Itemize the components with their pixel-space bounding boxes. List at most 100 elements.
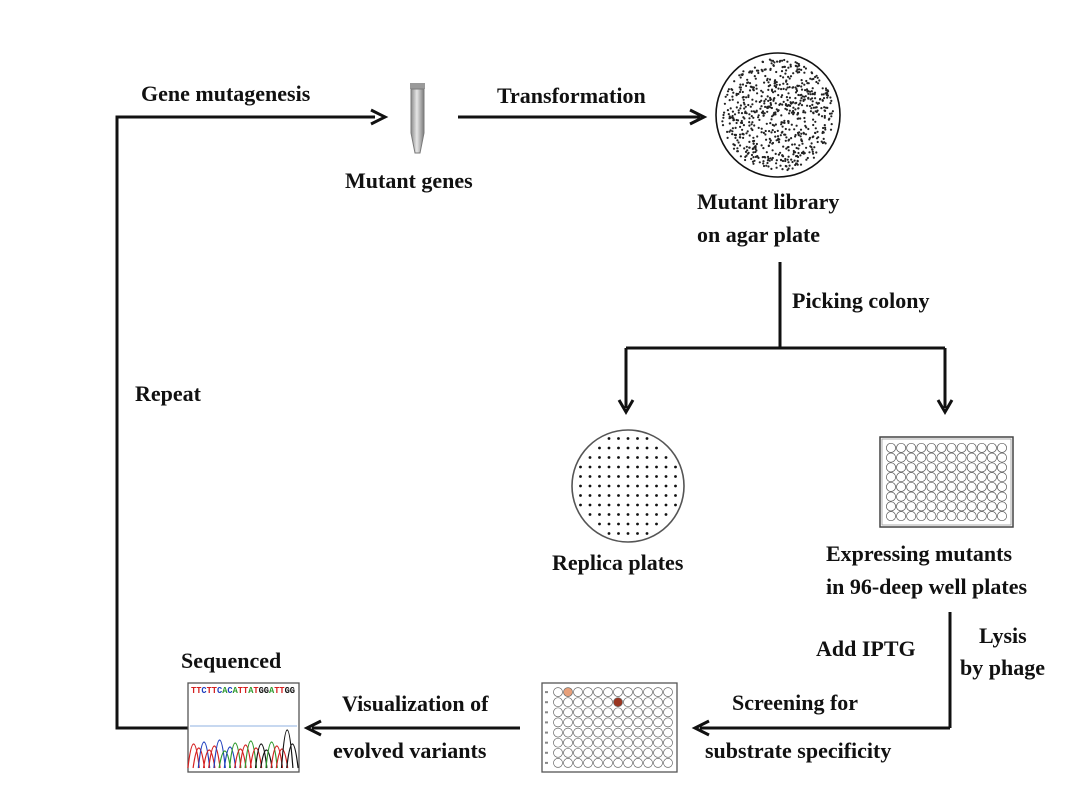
replica-dot (598, 513, 601, 516)
colony-dot (739, 83, 742, 86)
screening-well (583, 717, 593, 728)
colony-dot (778, 60, 781, 63)
colony-dot (765, 138, 768, 141)
well (997, 462, 1007, 473)
colony-dot (775, 108, 778, 111)
colony-dot (822, 93, 825, 96)
screening-well (553, 737, 563, 748)
colony-dot (803, 71, 806, 74)
colony-dot (755, 100, 758, 103)
colony-dot (770, 158, 774, 161)
screening-well (553, 758, 563, 768)
colony-dot (742, 95, 745, 99)
colony-dot (779, 74, 782, 78)
screening-well (603, 707, 613, 718)
colony-dot (787, 145, 790, 149)
colony-dot (802, 109, 805, 112)
colony-dot (723, 102, 727, 105)
replica-dot (617, 484, 620, 488)
colony-dot (749, 105, 752, 108)
colony-dot (800, 68, 803, 71)
base-letter: T (279, 686, 285, 696)
colony-dot (721, 124, 725, 127)
well (966, 481, 977, 492)
colony-dot (750, 110, 753, 113)
colony-dot (774, 102, 777, 105)
well (906, 501, 917, 512)
colony-dot (752, 89, 755, 92)
colony-dot (785, 69, 788, 72)
colony-dot (786, 86, 789, 89)
screening-well (663, 747, 673, 758)
base-letter: T (212, 686, 218, 696)
colony-dot (812, 118, 815, 121)
replica-dot (626, 503, 630, 507)
colony-dot (787, 161, 790, 164)
colony-dot (739, 144, 742, 147)
screening-well (623, 727, 633, 738)
colony-dot (756, 135, 759, 138)
colony-dot (814, 120, 817, 123)
well (976, 442, 987, 453)
screening-well (593, 697, 603, 708)
colony-dot (765, 151, 768, 154)
well (906, 481, 917, 492)
colony-dot (782, 100, 785, 103)
colony-dot (817, 82, 820, 85)
well (896, 462, 907, 473)
colony-dot (747, 103, 750, 107)
colony-dot (768, 137, 771, 140)
colony-dot (780, 131, 783, 134)
colony-dot (766, 159, 770, 162)
colony-dot (784, 103, 788, 106)
colony-dot (743, 103, 746, 106)
colony-dot (782, 87, 785, 90)
colony-dot (781, 59, 784, 62)
colony-dot (762, 160, 765, 163)
well (966, 472, 977, 483)
well (936, 442, 947, 453)
colony-dot (818, 79, 821, 82)
colony-dot (813, 93, 816, 96)
colony-dot (773, 97, 776, 100)
colony-dot (760, 95, 763, 98)
colony-dot (792, 72, 795, 75)
colony-dot (783, 58, 786, 62)
colony-dot (824, 128, 827, 131)
colony-dot (786, 83, 789, 86)
colony-dot (820, 140, 823, 143)
colony-dot (799, 94, 802, 97)
colony-dot (746, 149, 749, 152)
screening-well (563, 758, 573, 768)
colony-dot (812, 152, 815, 155)
colony-dot (797, 117, 800, 120)
colony-dot (781, 168, 784, 171)
replica-dot (598, 494, 601, 497)
screening-well (603, 697, 613, 708)
screening-well (663, 687, 673, 697)
screening-well (643, 747, 653, 758)
colony-dot (777, 153, 781, 156)
colony-dot (743, 117, 746, 120)
screening-well (553, 747, 563, 758)
screening-well (603, 747, 613, 758)
colony-dot (764, 105, 767, 108)
colony-dot (790, 158, 793, 161)
well (986, 452, 997, 463)
well (906, 452, 917, 463)
colony-dot (769, 84, 772, 87)
colony-dot (788, 86, 791, 89)
screening-well (583, 727, 593, 738)
colony-dot (809, 90, 812, 93)
colony-dot (760, 105, 763, 108)
colony-dot (792, 109, 795, 113)
replica-dot (636, 465, 639, 469)
replica-dot (636, 494, 639, 497)
colony-dot (739, 88, 742, 91)
trace-peak (223, 746, 237, 769)
screening-well (633, 747, 643, 758)
well (916, 452, 927, 463)
colony-dot (800, 79, 803, 82)
colony-dot (779, 151, 782, 154)
colony-dot (793, 128, 796, 131)
